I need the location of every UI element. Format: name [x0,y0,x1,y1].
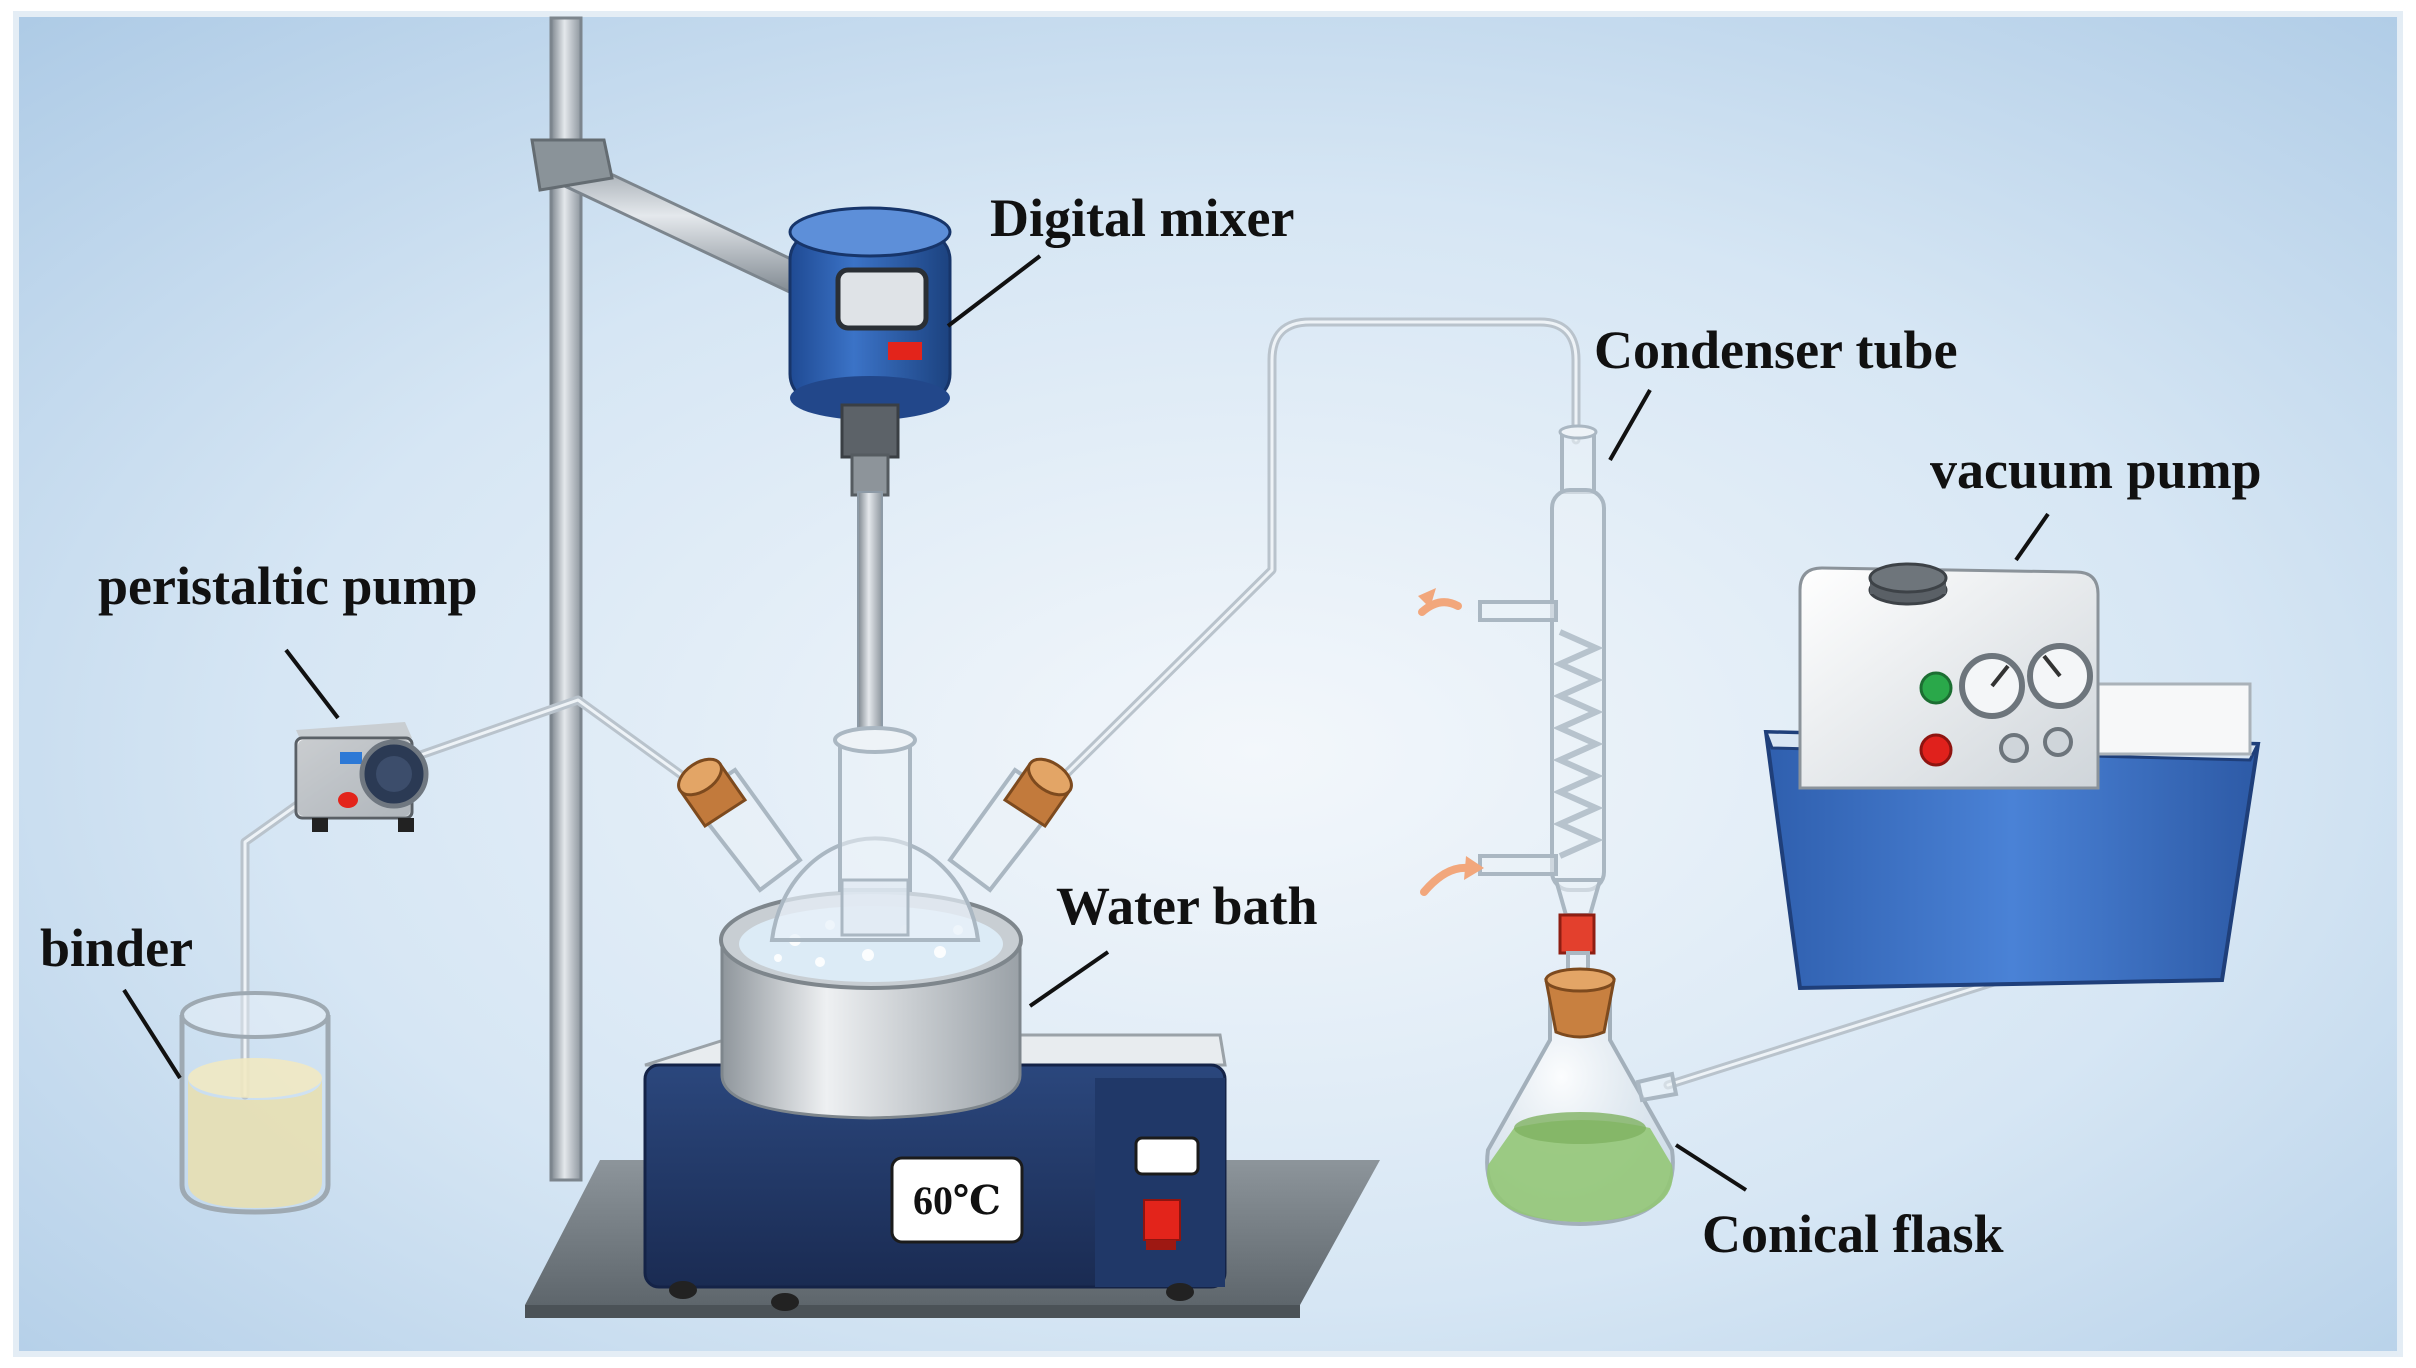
peristaltic-pump [294,722,429,832]
stopper-right [1002,757,1073,829]
flask-liquid [1487,1120,1673,1222]
leader-binder [122,988,182,1080]
vacuum-port-2 [2043,727,2073,757]
leader-condenser-tube [1608,389,1652,461]
labels: Digital mixer Condenser tube vacuum pump… [40,188,2262,1264]
mixer-display [835,267,929,331]
bath-display [890,1156,1024,1244]
water-bath-pot [720,938,1022,1120]
water-out-arrow [1418,598,1462,616]
condenser-joint [1558,913,1596,955]
label-vacuum-pump: vacuum pump [1930,440,2262,500]
label-water-bath: Water bath [1056,876,1318,936]
vacuum-indicator-red [1919,733,1953,767]
label-condenser-tube: Condenser tube [1594,320,1958,380]
pump-display [340,752,362,764]
three-neck-flask [677,726,1073,942]
clamp-boss [530,138,614,192]
label-binder: binder [40,918,193,978]
condenser-coil [1552,629,1604,859]
label-digital-mixer: Digital mixer [990,188,1294,248]
stopper-left [677,757,748,829]
leader-peristaltic-pump [284,648,340,720]
leader-conical-flask [1674,1143,1748,1192]
conical-flask [1485,967,1679,1227]
stirring-shaft [857,491,883,743]
bath-small-display [1134,1136,1200,1176]
bath-temperature: 60℃ [913,1178,1001,1223]
label-conical-flask: Conical flask [1702,1204,2004,1264]
bath-power-button [1143,1199,1181,1241]
pump-button [338,792,358,808]
digital-mixer [788,206,952,743]
leader-lines [122,254,2050,1192]
binder-beaker [179,991,331,1215]
label-peristaltic-pump: peristaltic pump [98,556,478,616]
condenser [1418,424,1606,975]
leader-digital-mixer [946,254,1042,328]
vacuum-indicator-green [1919,671,1953,705]
condenser-outlet-port [1478,600,1558,622]
flask-stopper [1544,978,1616,1039]
vacuum-cap [1868,562,1948,594]
condenser-inlet-port [1478,854,1558,876]
leader-water-bath [1028,950,1110,1008]
vacuum-port-1 [1999,733,2029,763]
stand-rod [549,16,583,1182]
water-in-arrow [1420,863,1472,896]
mixer-button [888,342,922,360]
leader-vacuum-pump [2014,512,2050,562]
vacuum-pump [1763,562,2261,991]
